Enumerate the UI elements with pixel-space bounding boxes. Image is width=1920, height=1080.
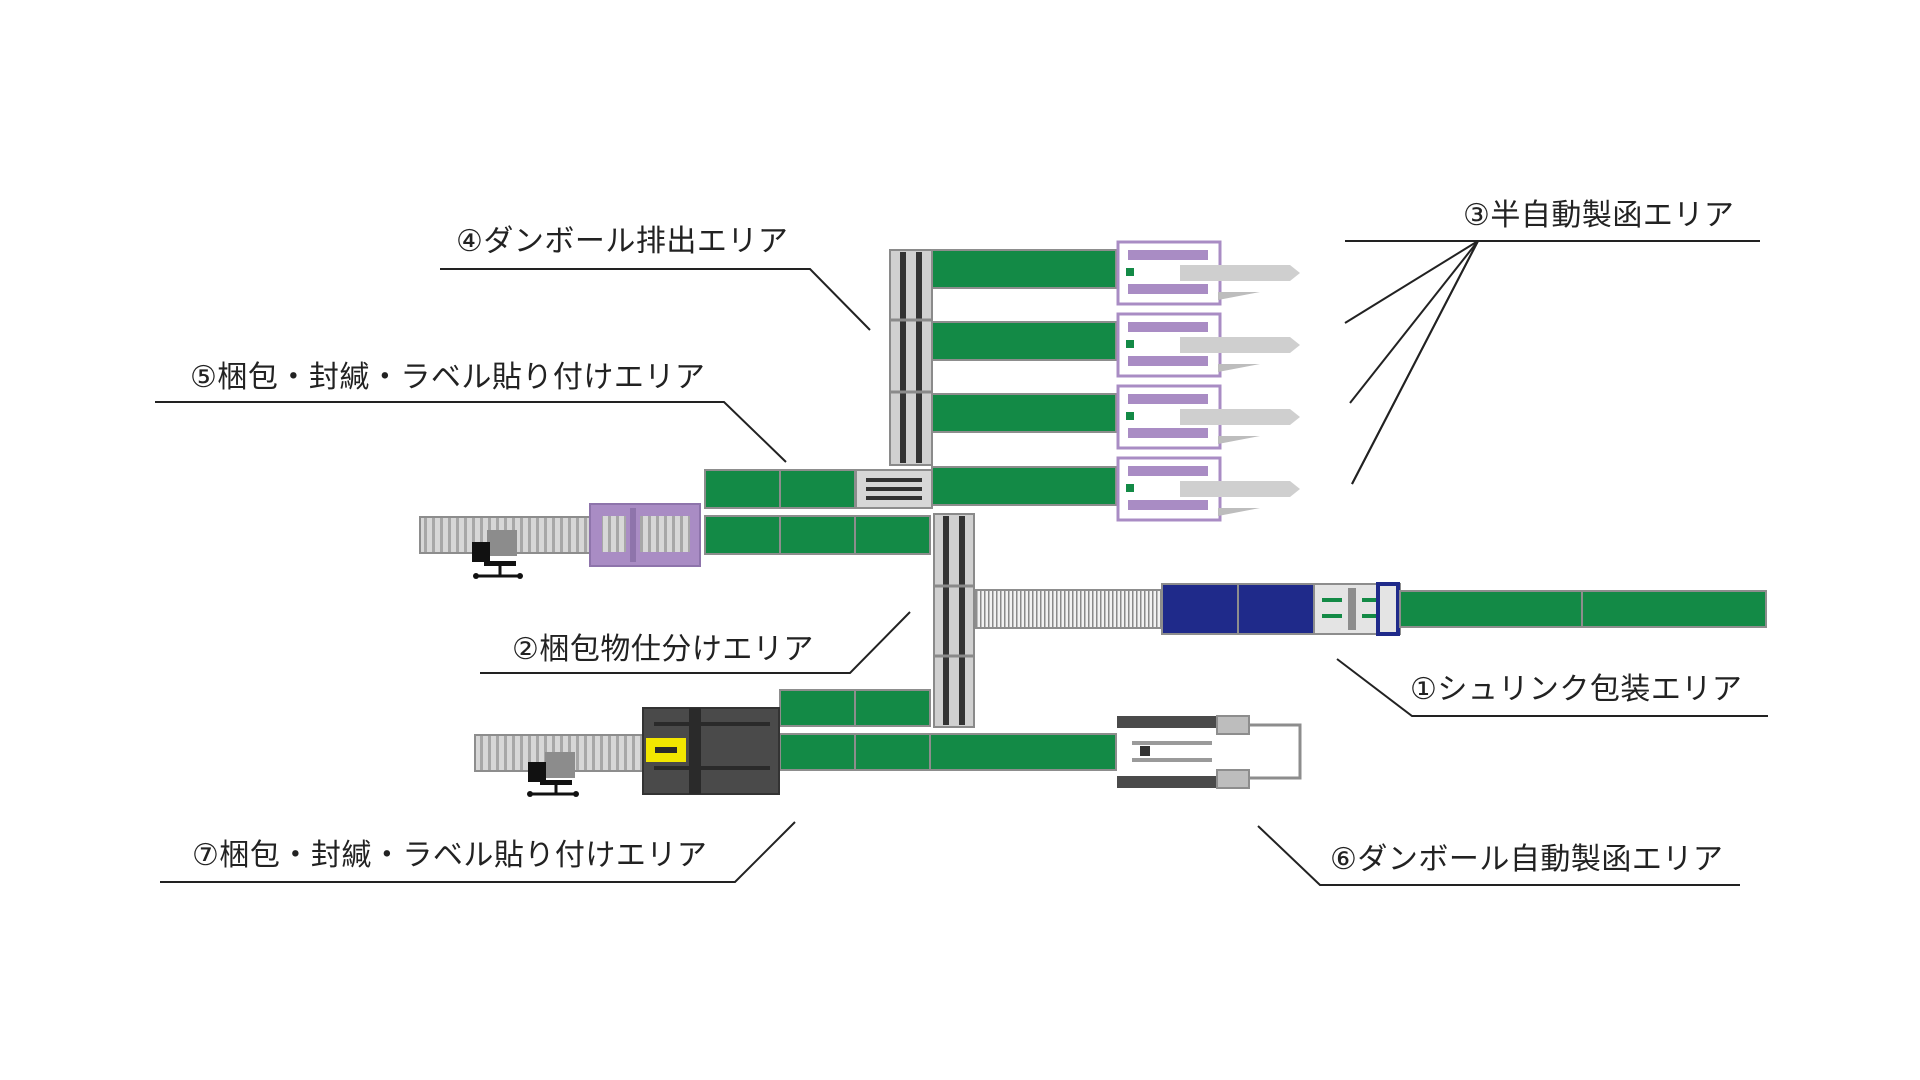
green-conveyors-area5: [704, 469, 931, 555]
label-area6: ⑥ダンボール自動製函エリア: [1330, 842, 1724, 877]
boxer-1: [1116, 240, 1300, 306]
label-area2: ②梱包物仕分けエリア: [512, 632, 814, 667]
semi-auto-boxers: [1116, 240, 1300, 522]
leader-area1: [1336, 658, 1768, 717]
shrink-wrap-line: [975, 582, 1767, 636]
leader-area6: [1257, 825, 1740, 886]
area5-packing-station: [419, 503, 701, 567]
boxer-2: [1116, 312, 1300, 378]
label-area4: ④ダンボール排出エリア: [456, 224, 789, 259]
boxer-3: [1116, 384, 1300, 450]
leader-area4: [440, 268, 871, 331]
label-area1: ①シュリンク包装エリア: [1410, 672, 1743, 707]
green-conveyors-area7: [779, 689, 1117, 771]
discharge-roller-column: [889, 249, 933, 466]
operator-icon: [527, 752, 579, 797]
leader-area2: [480, 611, 911, 674]
leader-area5: [155, 401, 787, 463]
label-area7: ⑦梱包・封緘・ラベル貼り付けエリア: [192, 838, 708, 873]
label-area3: ③半自動製函エリア: [1463, 198, 1735, 233]
leader-area7: [160, 821, 796, 883]
auto-box-erector: [1117, 715, 1302, 789]
green-conveyors-upper: [931, 249, 1117, 506]
boxer-4: [1116, 456, 1300, 522]
label-area5: ⑤梱包・封緘・ラベル貼り付けエリア: [190, 360, 706, 395]
area7-packing-station: [474, 707, 780, 795]
junction-roller: [855, 469, 933, 509]
operator-icon: [472, 530, 523, 579]
leader-lines: [155, 240, 1768, 886]
sorting-roller-column: [933, 513, 975, 728]
